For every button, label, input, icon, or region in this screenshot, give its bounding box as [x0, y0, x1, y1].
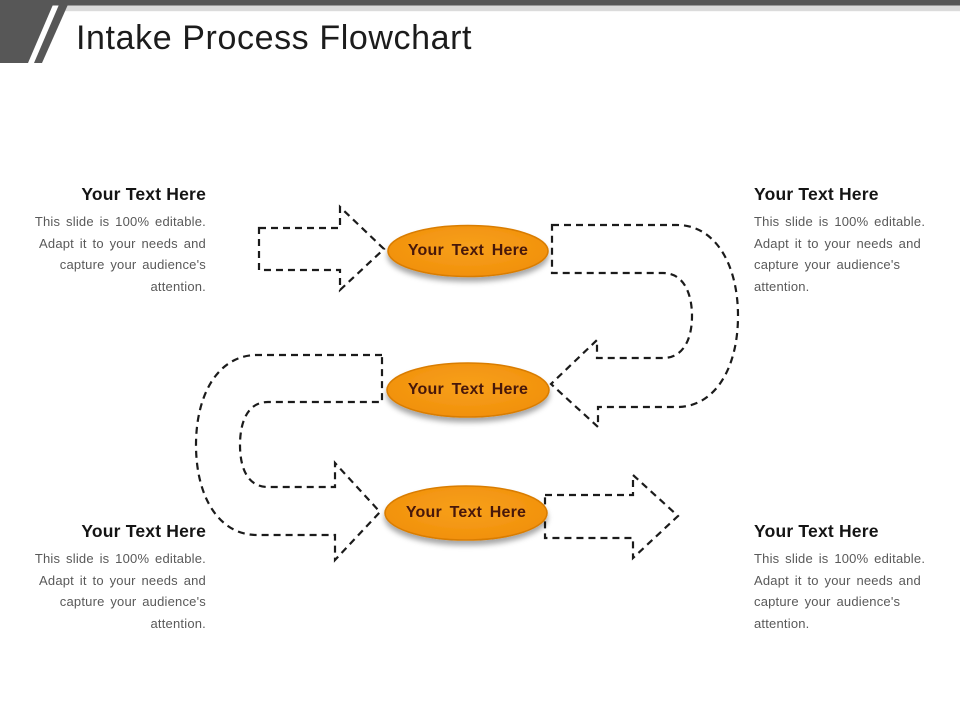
text-block-line: Adapt it to your needs and — [754, 235, 921, 251]
header-light-strip — [60, 5, 960, 12]
text-block-line: This slide is 100% editable. — [754, 214, 926, 229]
dashed-uturn-arrow-right — [549, 223, 740, 430]
process-ellipse-3 — [384, 485, 548, 541]
text-block-bottom-right: Your Text Here This slide is 100% editab… — [754, 521, 926, 634]
text-block-line: This slide is 100% editable. — [34, 214, 206, 229]
text-block-line: capture your audience's — [754, 257, 901, 272]
text-block-bottom-left: Your Text Here This slide is 100% editab… — [34, 521, 206, 634]
text-block-line: This slide is 100% editable. — [754, 551, 926, 566]
text-block-line: Adapt it to your needs and — [39, 572, 206, 588]
text-block-line: Adapt it to your needs and — [39, 235, 206, 251]
dashed-arrow-out-of-step3 — [543, 472, 680, 561]
text-block-body: This slide is 100% editable. Adapt it to… — [34, 548, 206, 634]
process-ellipse-2 — [386, 362, 550, 418]
process-ellipse-1-label: Your Text Here — [407, 242, 529, 259]
text-block-line: attention. — [150, 278, 206, 294]
header-dark-bar — [0, 0, 960, 6]
text-block-line: attention. — [754, 278, 810, 294]
text-block-line: Adapt it to your needs and — [754, 572, 921, 588]
text-block-body: This slide is 100% editable. Adapt it to… — [34, 211, 206, 297]
text-block-top-right: Your Text Here This slide is 100% editab… — [754, 184, 926, 297]
text-block-title: Your Text Here — [81, 521, 206, 541]
dashed-uturn-arrow-left — [194, 353, 384, 563]
dashed-arrow-into-step1 — [257, 204, 386, 293]
text-block-body: This slide is 100% editable. Adapt it to… — [754, 548, 926, 634]
text-block-title: Your Text Here — [754, 521, 879, 541]
text-block-title: Your Text Here — [81, 184, 206, 204]
corner-ribbon-main — [0, 0, 55, 63]
text-block-line: attention. — [150, 615, 206, 631]
header-ribbon — [0, 0, 960, 63]
process-ellipse-2-label: Your Text Here — [407, 381, 529, 398]
text-block-top-left: Your Text Here This slide is 100% editab… — [34, 184, 206, 297]
text-block-line: This slide is 100% editable. — [34, 551, 206, 566]
process-ellipse-3-label: Your Text Here — [405, 504, 527, 521]
corner-ribbon-sliver — [34, 0, 70, 63]
text-block-title: Your Text Here — [754, 184, 879, 204]
text-block-line: capture your audience's — [59, 594, 206, 609]
text-block-line: capture your audience's — [59, 257, 206, 272]
text-block-body: This slide is 100% editable. Adapt it to… — [754, 211, 926, 297]
slide-title: Intake Process Flowchart — [76, 19, 473, 57]
text-block-line: attention. — [754, 615, 810, 631]
process-ellipse-1 — [387, 224, 549, 278]
text-block-line: capture your audience's — [754, 594, 901, 609]
